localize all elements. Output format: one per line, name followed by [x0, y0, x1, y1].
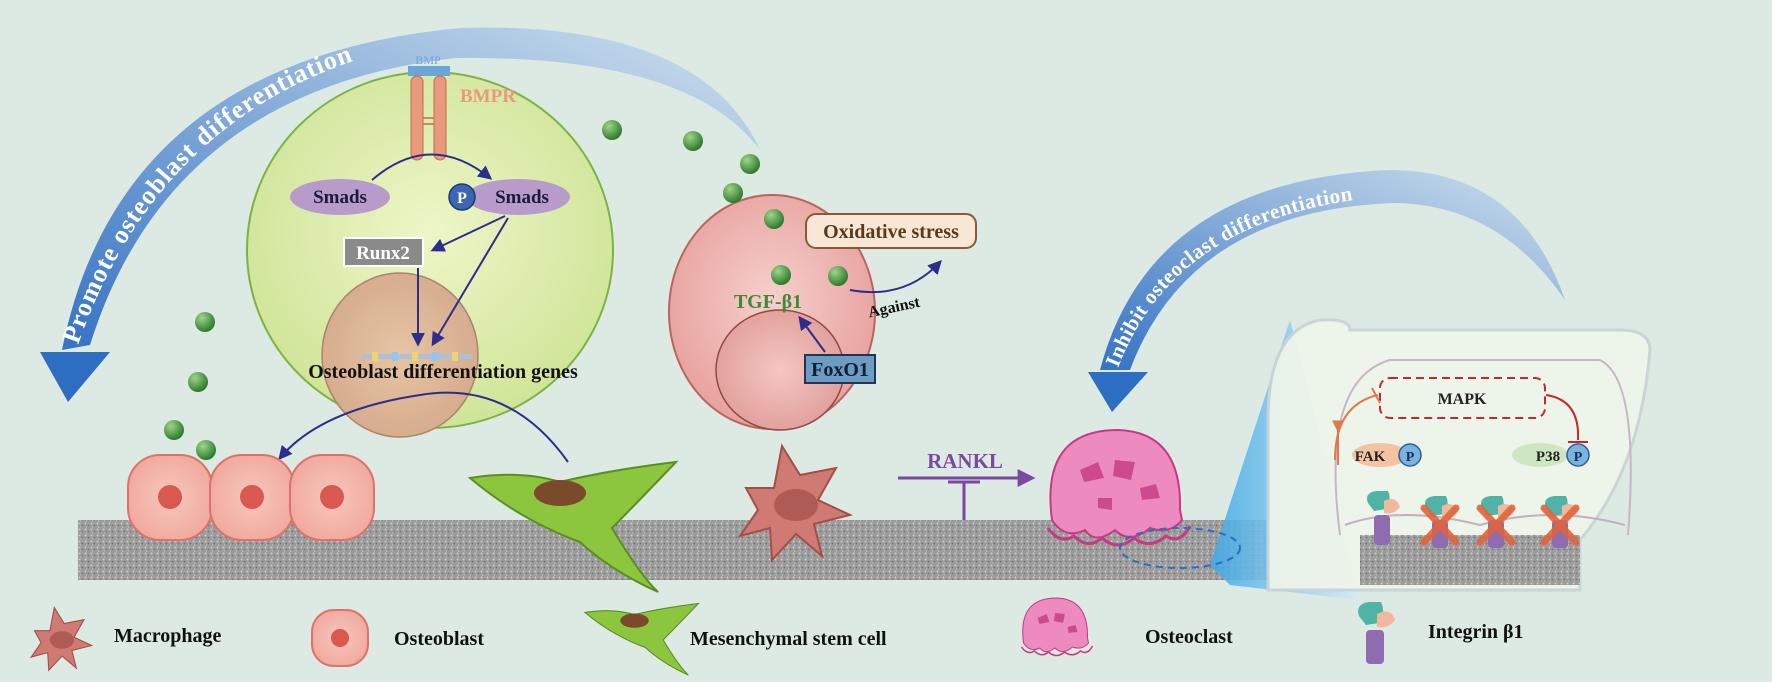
runx2-label: Runx2 — [356, 243, 410, 264]
oxidative-stress-box — [805, 213, 977, 249]
mapk-box — [1379, 377, 1546, 419]
mapk-label: MAPK — [1438, 391, 1487, 408]
osteoblast-cells — [127, 454, 375, 541]
rankl-label: RANKL — [927, 449, 1003, 473]
legend-osteoblast-icon — [311, 609, 369, 667]
foxo1-box — [804, 354, 876, 384]
osteoblast-icon — [289, 454, 375, 541]
svg-text:P: P — [1574, 450, 1583, 465]
differentiation-arrow — [278, 391, 569, 463]
tgf-label: TGF-β1 — [734, 291, 802, 313]
smads-label: Smads — [313, 187, 367, 208]
legend-label: Osteoclast — [1145, 626, 1233, 648]
phospho-label: P — [457, 190, 467, 207]
legend: Macrophage Osteoblast Mesenchymal stem c… — [29, 597, 1524, 676]
green-particles — [164, 120, 848, 460]
mesenchymal-stem-cell-icon — [467, 460, 679, 593]
p38-label: P38 — [1536, 449, 1560, 465]
legend-macrophage-icon — [29, 606, 94, 672]
legend-label: Integrin β1 — [1428, 621, 1524, 643]
smads-oval — [290, 179, 390, 215]
integrin-icon — [1367, 491, 1400, 545]
bmp-label: BMP — [415, 53, 441, 67]
fak-oval — [1352, 443, 1408, 467]
legend-label: Osteoblast — [394, 628, 484, 650]
foxo1-label: FoxO1 — [811, 359, 869, 381]
rankl-arrow: RANKL — [898, 449, 1036, 520]
integrin-zoom-panel — [1210, 318, 1652, 600]
oxidative-stress-label: Oxidative stress — [823, 221, 959, 243]
legend-integrin-icon — [1358, 602, 1395, 664]
p-smads-oval — [466, 179, 570, 215]
phospho-circle — [448, 183, 476, 211]
osteoclast-icon — [1046, 428, 1241, 569]
legend-osteoclast-icon — [1020, 597, 1094, 657]
runx2-box — [343, 237, 424, 267]
osteoblast-genes-label: Osteoblast differentiation genes — [308, 361, 578, 383]
osteoblast-icon — [209, 454, 295, 541]
p38-phospho — [1566, 443, 1590, 467]
dna-strand — [362, 352, 472, 361]
osteoblast-icon — [127, 454, 213, 541]
blocked-cross-icons — [1420, 504, 1580, 546]
mapk-pathway: MAPK FAK P P38 P — [1332, 377, 1590, 467]
integrin-receptors — [1367, 491, 1580, 548]
p38-oval — [1512, 443, 1568, 467]
legend-label: Macrophage — [114, 625, 222, 647]
bmpr-label: BMPR — [460, 86, 516, 107]
macrophage-icon — [737, 443, 853, 563]
bmpr-receptor-icon — [408, 66, 450, 161]
fak-label: FAK — [1355, 449, 1386, 465]
mesenchymal-cell-interior: BMP BMPR Smads P Smads Runx2 Osteoblast … — [246, 53, 614, 438]
svg-text:P: P — [1406, 450, 1415, 465]
legend-msc-icon — [583, 602, 700, 676]
fak-phospho — [1398, 443, 1422, 467]
macrophage-cell-interior: Oxidative stress TGF-β1 Against FoxO1 — [668, 194, 977, 431]
legend-label: Mesenchymal stem cell — [690, 628, 887, 650]
p-smads-label: Smads — [495, 187, 549, 208]
